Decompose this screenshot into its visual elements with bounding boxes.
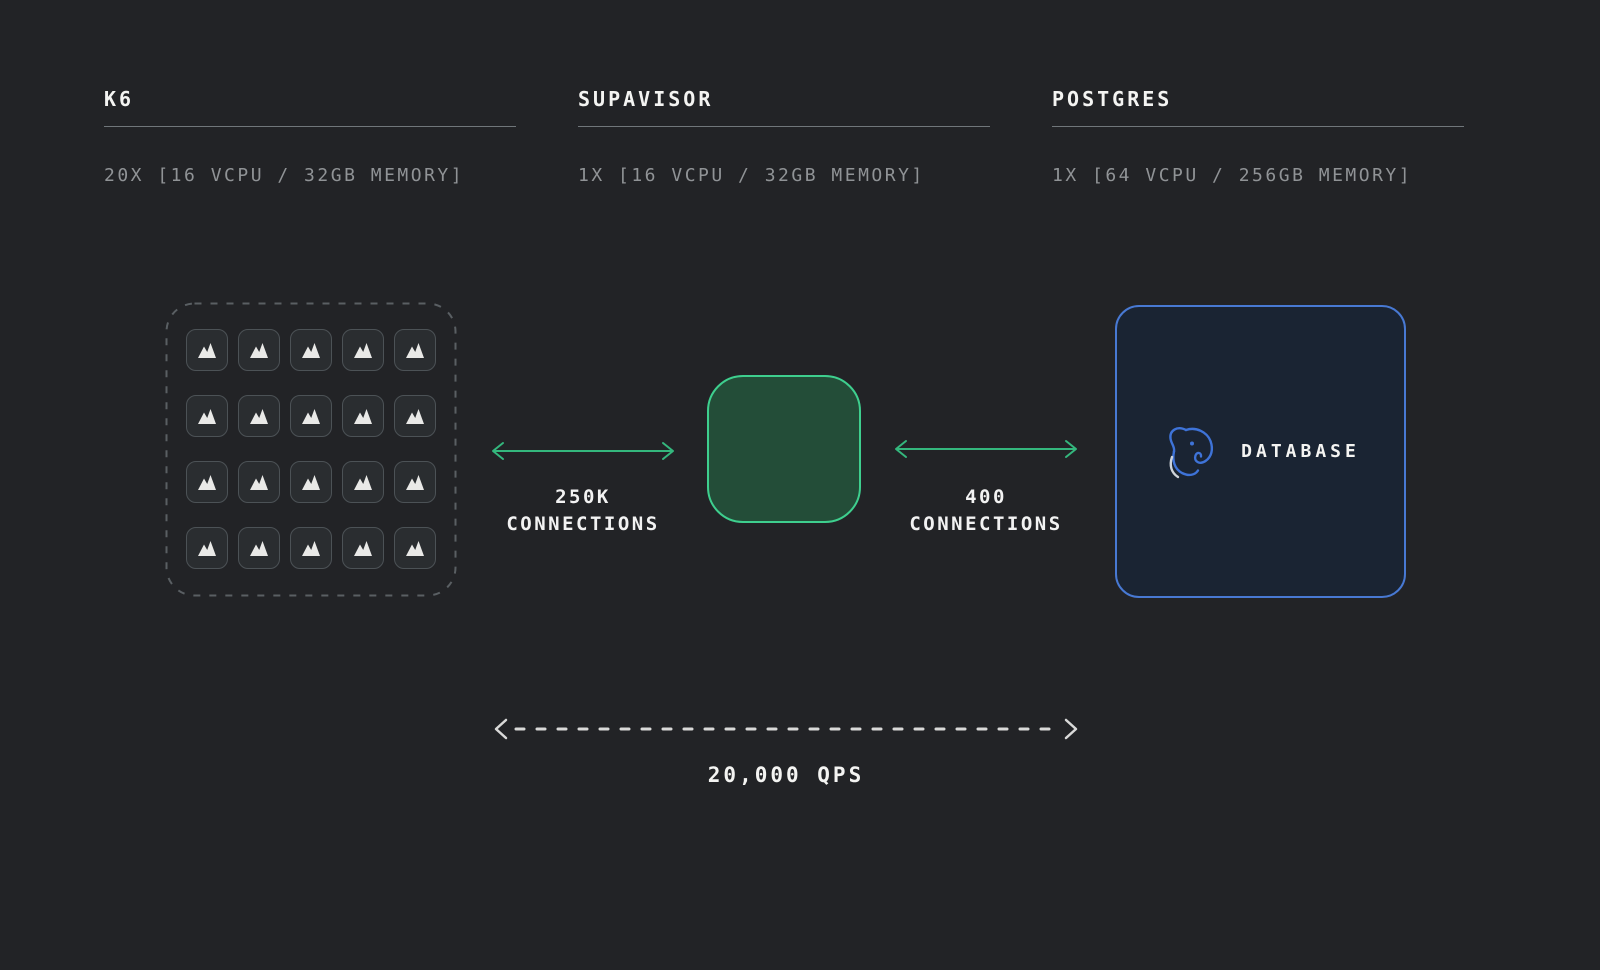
k6-instance-tile xyxy=(186,395,228,437)
column-header-supavisor: SUPAVISOR 1X [16 VCPU / 32GB MEMORY] xyxy=(578,88,990,186)
qps-dashed-arrow xyxy=(494,718,1078,740)
k6-instance-tile xyxy=(342,395,384,437)
k6-mountain-icon xyxy=(354,409,372,424)
k6-mountain-icon xyxy=(354,475,372,490)
k6-mountain-icon xyxy=(250,475,268,490)
supavisor-title-underline xyxy=(578,126,990,127)
k6-instance-tile xyxy=(394,461,436,503)
k6-mountain-icon xyxy=(250,409,268,424)
database-label: DATABASE xyxy=(1241,441,1360,462)
k6-instance-tile xyxy=(394,527,436,569)
postgres-title: POSTGRES xyxy=(1052,87,1173,111)
k6-mountain-icon xyxy=(406,475,424,490)
k6-instance-tile xyxy=(394,329,436,371)
supavisor-title: SUPAVISOR xyxy=(578,87,714,111)
k6-instance-tile xyxy=(290,527,332,569)
k6-instance-tile xyxy=(342,329,384,371)
k6-mountain-icon xyxy=(354,343,372,358)
k6-instance-tile xyxy=(238,329,280,371)
k6-instance-grid xyxy=(186,329,436,569)
k6-mountain-icon xyxy=(198,541,216,556)
k6-mountain-icon xyxy=(250,343,268,358)
postgres-title-underline xyxy=(1052,126,1464,127)
k6-spec: 20X [16 VCPU / 32GB MEMORY] xyxy=(104,165,465,186)
supavisor-postgres-arrow xyxy=(895,440,1077,458)
k6-instance-tile xyxy=(238,527,280,569)
k6-mountain-icon xyxy=(406,409,424,424)
k6-mountain-icon xyxy=(198,343,216,358)
k6-instance-tile xyxy=(186,329,228,371)
k6-instance-tile xyxy=(342,461,384,503)
column-header-postgres: POSTGRES 1X [64 VCPU / 256GB MEMORY] xyxy=(1052,88,1464,186)
k6-mountain-icon xyxy=(302,409,320,424)
k6-instance-tile xyxy=(186,527,228,569)
supavisor-spec: 1X [16 VCPU / 32GB MEMORY] xyxy=(578,165,925,186)
k6-cluster-container xyxy=(165,302,457,597)
supavisor-postgres-connections-label: 400 CONNECTIONS xyxy=(909,486,1063,535)
k6-instance-tile xyxy=(394,395,436,437)
k6-mountain-icon xyxy=(302,541,320,556)
postgres-elephant-icon xyxy=(1169,426,1214,478)
k6-cluster-dashed-border xyxy=(165,302,457,597)
k6-mountain-icon xyxy=(302,343,320,358)
k6-supavisor-connections-label: 250K CONNECTIONS xyxy=(506,486,660,535)
k6-mountain-icon xyxy=(354,541,372,556)
k6-instance-tile xyxy=(342,527,384,569)
k6-mountain-icon xyxy=(198,409,216,424)
k6-mountain-icon xyxy=(250,541,268,556)
k6-instance-tile xyxy=(238,461,280,503)
supavisor-node xyxy=(707,375,861,523)
k6-mountain-icon xyxy=(198,475,216,490)
postgres-spec: 1X [64 VCPU / 256GB MEMORY] xyxy=(1052,165,1413,186)
k6-instance-tile xyxy=(238,395,280,437)
postgres-node: DATABASE xyxy=(1115,305,1406,598)
k6-mountain-icon xyxy=(406,343,424,358)
k6-mountain-icon xyxy=(302,475,320,490)
k6-instance-tile xyxy=(186,461,228,503)
k6-instance-tile xyxy=(290,461,332,503)
k6-supavisor-arrow xyxy=(492,442,674,460)
k6-instance-tile xyxy=(290,395,332,437)
k6-title: K6 xyxy=(104,87,135,111)
qps-label: 20,000 QPS xyxy=(707,763,865,787)
k6-title-underline xyxy=(104,126,516,127)
k6-mountain-icon xyxy=(406,541,424,556)
column-header-k6: K6 20X [16 VCPU / 32GB MEMORY] xyxy=(104,88,516,186)
k6-instance-tile xyxy=(290,329,332,371)
